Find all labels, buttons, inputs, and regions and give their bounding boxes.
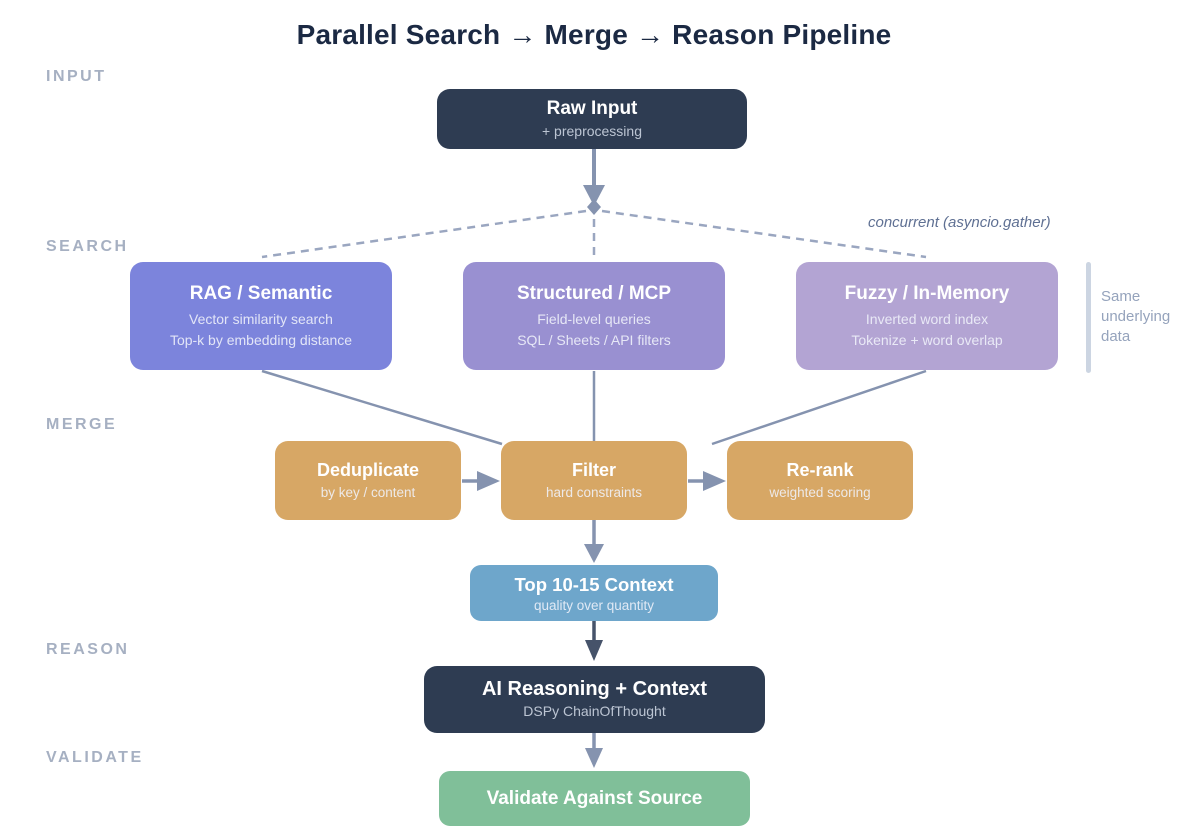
node-top-context-title: Top 10-15 Context <box>514 573 674 595</box>
node-rerank: Re-rank weighted scoring <box>727 441 913 520</box>
node-filter-title: Filter <box>571 460 616 480</box>
stage-label-merge: MERGE <box>46 416 118 433</box>
same-data-bracket <box>1086 262 1091 373</box>
node-ai-reasoning-title: AI Reasoning + Context <box>481 678 708 700</box>
node-structured-title: Structured / MCP <box>516 282 672 304</box>
node-rerank-subtitle: weighted scoring <box>769 485 871 500</box>
node-rerank-title: Re-rank <box>786 460 854 480</box>
node-deduplicate-title: Deduplicate <box>316 460 420 480</box>
node-structured-line2: SQL / Sheets / API filters <box>517 331 671 348</box>
node-filter: Filter hard constraints <box>501 441 687 520</box>
node-fuzzy-line2: Tokenize + word overlap <box>851 331 1003 348</box>
node-rag-semantic: RAG / Semantic Vector similarity search … <box>130 262 392 370</box>
node-deduplicate-subtitle: by key / content <box>320 485 416 500</box>
node-top-context: Top 10-15 Context quality over quantity <box>470 565 718 621</box>
node-raw-input-subtitle: + preprocessing <box>541 122 642 139</box>
node-raw-input: Raw Input + preprocessing <box>437 89 747 149</box>
arrow-filter-to-rerank <box>688 471 726 491</box>
line-rag-to-merge <box>261 369 503 446</box>
node-raw-input-title: Raw Input <box>546 97 638 119</box>
node-rag-line2: Top-k by embedding distance <box>169 331 353 348</box>
node-structured-mcp: Structured / MCP Field-level queries SQL… <box>463 262 725 370</box>
arrow-context-to-reasoning <box>585 621 603 661</box>
arrow-rawinput-to-fanout <box>583 148 605 206</box>
node-fuzzy-line1: Inverted word index <box>865 310 989 327</box>
node-fuzzy-inmemory: Fuzzy / In-Memory Inverted word index To… <box>796 262 1058 370</box>
dashed-line-to-rag <box>261 209 587 259</box>
stage-label-validate: VALIDATE <box>46 749 144 766</box>
node-ai-reasoning: AI Reasoning + Context DSPy ChainOfThoug… <box>424 666 765 733</box>
node-rag-line1: Vector similarity search <box>189 310 333 327</box>
line-fuzzy-to-merge <box>711 369 927 446</box>
stage-label-search: SEARCH <box>46 238 129 255</box>
node-structured-line1: Field-level queries <box>537 310 651 327</box>
page-title: Parallel Search → Merge → Reason Pipelin… <box>296 19 892 50</box>
node-top-context-subtitle: quality over quantity <box>533 597 655 613</box>
fanout-diamond <box>587 199 601 215</box>
node-rag-title: RAG / Semantic <box>189 282 333 304</box>
node-validate-source: Validate Against Source <box>439 771 750 826</box>
arrow-deduplicate-to-filter <box>462 471 500 491</box>
concurrent-annotation: concurrent (asyncio.gather) <box>868 214 1051 231</box>
node-deduplicate: Deduplicate by key / content <box>275 441 461 520</box>
arrow-reasoning-to-validate <box>585 733 603 768</box>
node-fuzzy-title: Fuzzy / In-Memory <box>844 282 1010 304</box>
stage-label-reason: REASON <box>46 641 130 658</box>
node-filter-subtitle: hard constraints <box>545 485 643 500</box>
node-ai-reasoning-subtitle: DSPy ChainOfThought <box>523 703 666 719</box>
same-data-annotation: Same underlying data <box>1101 288 1171 345</box>
node-validate-title: Validate Against Source <box>486 787 703 809</box>
stage-label-input: INPUT <box>46 68 107 85</box>
arrow-filter-to-context <box>584 520 604 563</box>
